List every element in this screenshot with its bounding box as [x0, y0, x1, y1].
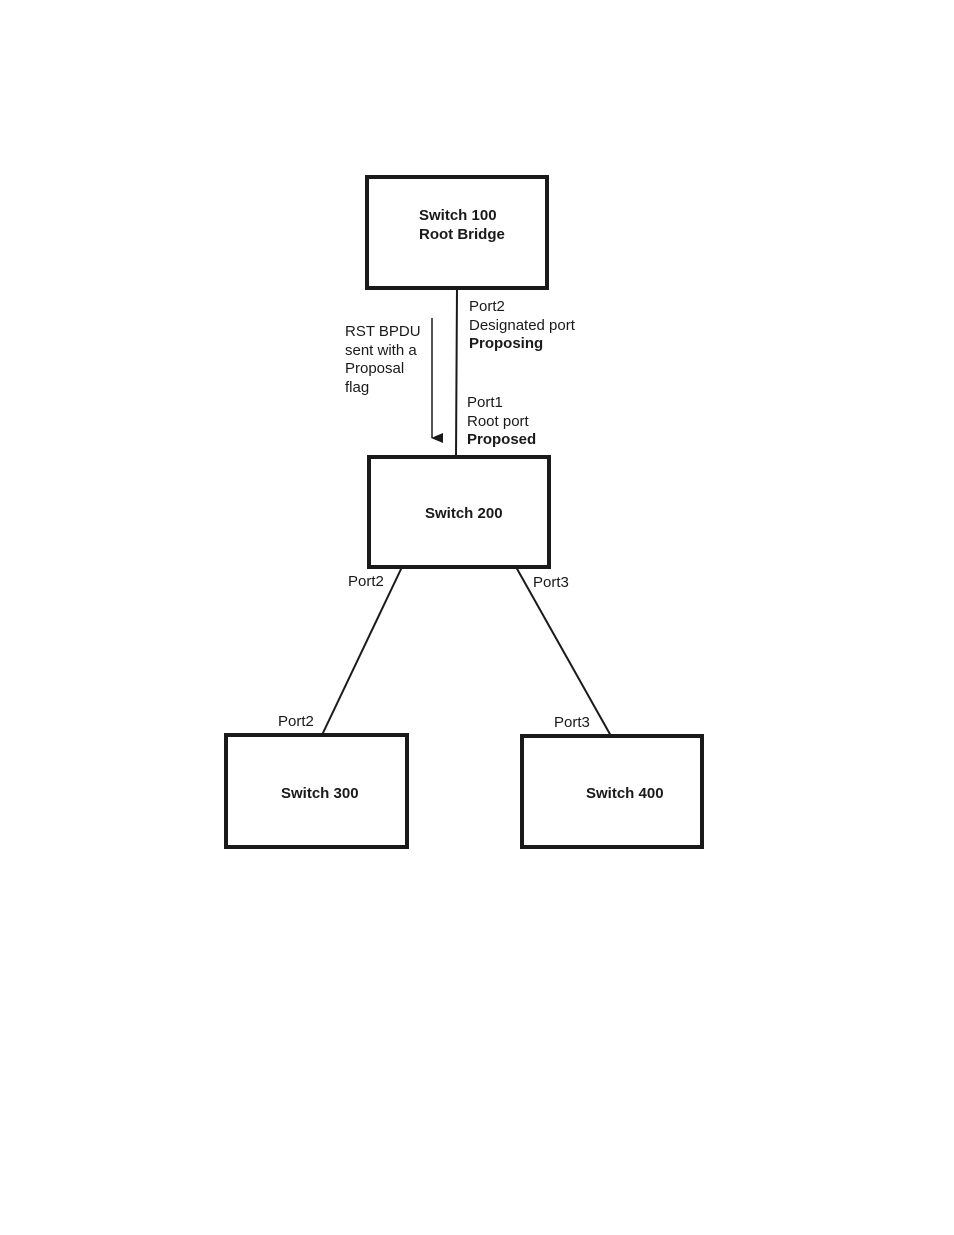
port-name: Port2 — [469, 298, 575, 317]
link-s200-s300 — [322, 567, 402, 735]
switch-100-name: Switch 100 — [419, 206, 505, 225]
port-state: Proposed — [467, 431, 536, 450]
switch-200-port3-label: Port3 — [533, 574, 569, 593]
switch-300-port2-label: Port2 — [278, 713, 314, 732]
port-role: Root port — [467, 413, 536, 432]
bpdu-note-line: RST BPDU — [345, 323, 421, 342]
bpdu-note: RST BPDU sent with a Proposal flag — [345, 323, 421, 397]
switch-200-port2-label: Port2 — [348, 573, 384, 592]
bpdu-note-line: flag — [345, 379, 421, 398]
link-s100-s200 — [456, 288, 457, 457]
bpdu-note-line: Proposal — [345, 360, 421, 379]
switch-100-label: Switch 100 Root Bridge — [419, 206, 505, 244]
switch-400-label: Switch 400 — [586, 784, 664, 803]
port-role: Designated port — [469, 317, 575, 336]
switch-300-label: Switch 300 — [281, 784, 359, 803]
switch-200-label: Switch 200 — [425, 504, 503, 523]
switch-200-port1-annotation: Port1 Root port Proposed — [467, 394, 536, 450]
bpdu-note-line: sent with a — [345, 342, 421, 361]
switch-100-role: Root Bridge — [419, 225, 505, 244]
port-state: Proposing — [469, 335, 575, 354]
switch-100-port2-annotation: Port2 Designated port Proposing — [469, 298, 575, 354]
port-name: Port1 — [467, 394, 536, 413]
switch-400-port3-label: Port3 — [554, 714, 590, 733]
